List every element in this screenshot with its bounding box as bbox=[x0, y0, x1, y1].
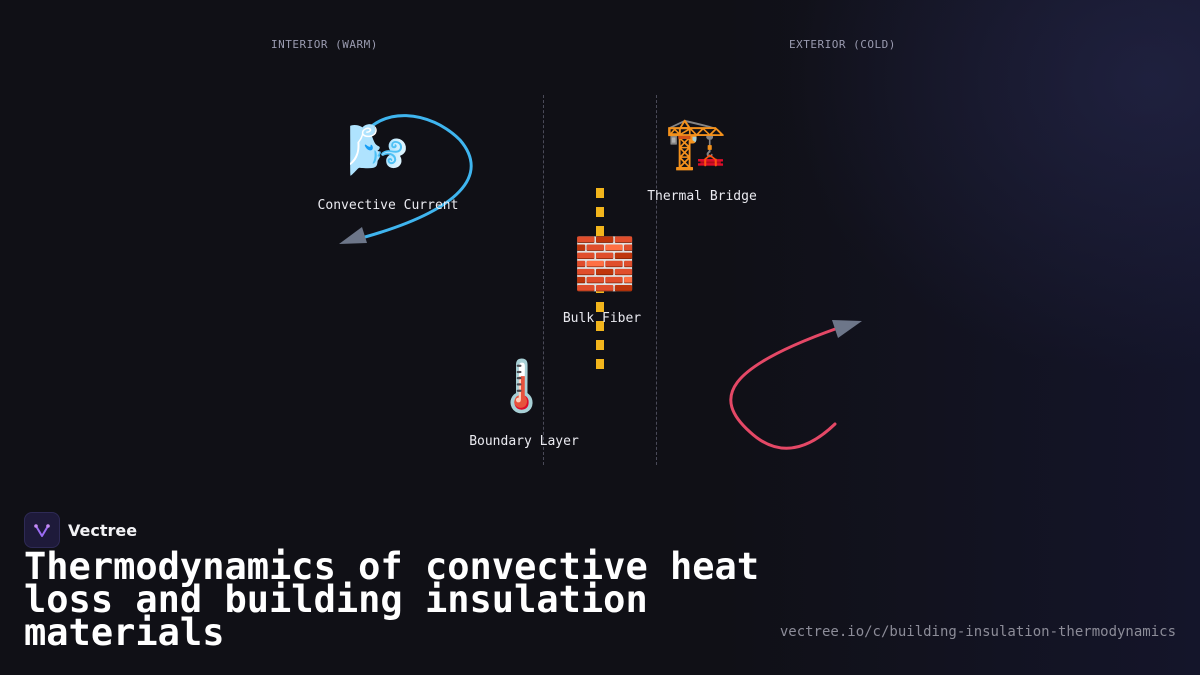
thermal-bridge-label-box: Thermal Bridge bbox=[602, 185, 802, 204]
brick-icon: 🧱 bbox=[573, 235, 637, 293]
heat-loss-loop-arrow bbox=[729, 326, 840, 450]
page-title: Thermodynamics of convective heat loss a… bbox=[24, 545, 760, 654]
convective-arrowhead bbox=[339, 227, 367, 244]
bulk-fiber-label-box: Bulk Fiber bbox=[502, 307, 702, 326]
vectree-logo-icon bbox=[24, 512, 60, 548]
brand: Vectree bbox=[24, 512, 137, 548]
wall-boundary-right bbox=[656, 95, 657, 465]
convective-loop-arrow bbox=[358, 114, 473, 239]
thermometer-icon: 🌡️ bbox=[490, 357, 554, 415]
exterior-zone-label: EXTERIOR (COLD) bbox=[789, 38, 896, 51]
thermal-bridge-label: Thermal Bridge bbox=[647, 189, 757, 204]
heat-loss-arrowhead bbox=[832, 320, 862, 338]
bulk-fiber-node: 🧱 bbox=[545, 236, 665, 292]
convective-current-label-box: Convective Current bbox=[288, 194, 488, 213]
convective-current-node: 🌬️ bbox=[318, 122, 438, 178]
boundary-layer-label: Boundary Layer bbox=[469, 434, 579, 449]
boundary-layer-node: 🌡️ bbox=[462, 358, 582, 414]
brand-name: Vectree bbox=[68, 520, 138, 540]
interior-zone-label: INTERIOR (WARM) bbox=[271, 38, 378, 51]
wind-face-icon: 🌬️ bbox=[346, 121, 410, 179]
page-url: vectree.io/c/building-insulation-thermod… bbox=[779, 624, 1176, 640]
bulk-fiber-label: Bulk Fiber bbox=[562, 311, 642, 326]
boundary-layer-label-box: Boundary Layer bbox=[424, 430, 624, 449]
construction-crane-icon: 🏗️ bbox=[664, 114, 728, 172]
thermal-bridge-node: 🏗️ bbox=[636, 115, 756, 171]
convective-current-label: Convective Current bbox=[317, 198, 459, 213]
wall-boundary-left bbox=[543, 95, 544, 465]
